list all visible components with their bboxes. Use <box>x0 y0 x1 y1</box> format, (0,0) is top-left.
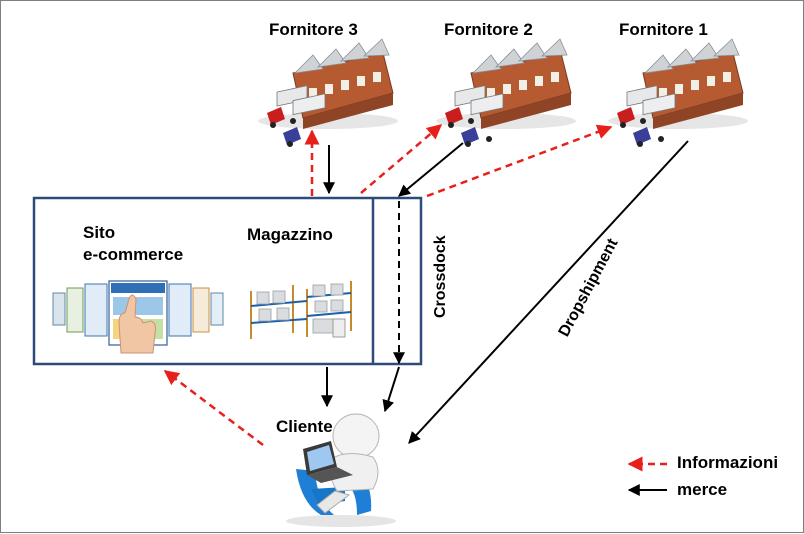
legend-goods-label: merce <box>677 480 728 499</box>
supplier-1-title: Fornitore 1 <box>619 20 708 39</box>
warehouse-label: Magazzino <box>247 225 333 244</box>
legend-information-label: Informazioni <box>677 453 779 472</box>
factory-icon-1 <box>607 38 749 148</box>
supplier-3-title: Fornitore 3 <box>269 20 358 39</box>
ecommerce-screens-icon <box>52 280 224 354</box>
factory-icon-2 <box>435 38 577 148</box>
supplier-2-title: Fornitore 2 <box>444 20 533 39</box>
customer-person-icon <box>286 413 396 527</box>
warehouse-shelves-icon <box>250 281 352 339</box>
ecommerce-site-label: Sito e-commerce <box>83 223 184 264</box>
factory-icon-3 <box>257 38 399 148</box>
crossdock-label: Crossdock <box>432 235 449 318</box>
customer-label: Cliente <box>276 417 333 436</box>
